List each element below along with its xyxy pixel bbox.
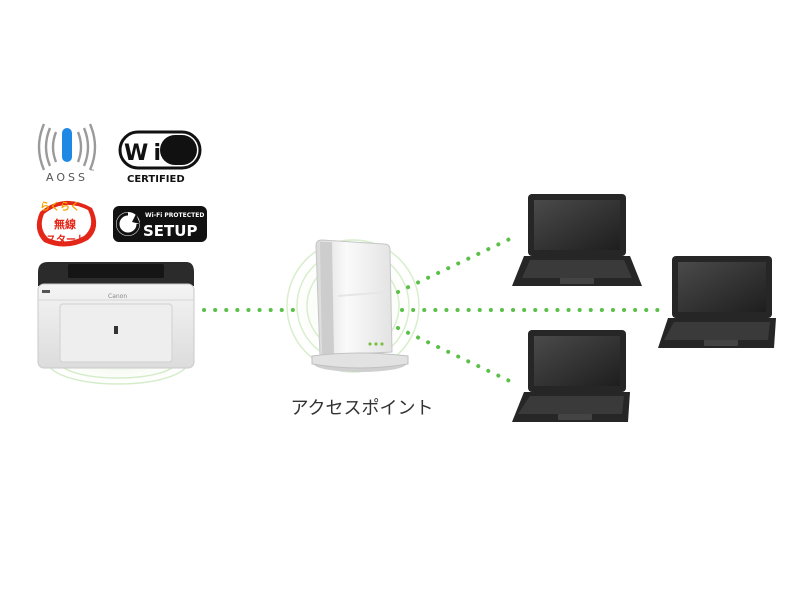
wps-logo: Wi-Fi PROTECTED SETUP	[113, 206, 207, 242]
rakuraku-top: らくらく	[40, 201, 80, 213]
aoss-logo: AOSS ™	[37, 123, 97, 184]
aoss-text: AOSS	[46, 171, 88, 184]
laptop-icon	[658, 256, 776, 348]
wifi-certified-logo: WiFi CERTIFIED	[118, 130, 202, 185]
printer-brand: Canon	[108, 293, 127, 300]
laptop-icon	[512, 330, 630, 422]
link-ap-laptop-bottom	[396, 326, 518, 386]
access-point-label: アクセスポイント	[290, 398, 434, 419]
laptop-icon	[512, 194, 642, 286]
wifi-certified-text: CERTIFIED	[127, 174, 185, 185]
rakuraku-mid: 無線	[54, 217, 76, 231]
rakuraku-bottom: スタート	[46, 234, 86, 246]
printer-icon: Canon	[37, 262, 195, 369]
aoss-tm: ™	[90, 169, 95, 175]
rakuraku-logo: らくらく 無線 スタート	[36, 200, 97, 247]
wireless-signal-icon	[37, 123, 97, 171]
wps-setup-text: SETUP	[143, 222, 197, 240]
access-point-icon	[311, 239, 409, 372]
wps-top-text: Wi-Fi PROTECTED	[145, 212, 204, 219]
link-ap-laptop-top	[396, 234, 518, 294]
